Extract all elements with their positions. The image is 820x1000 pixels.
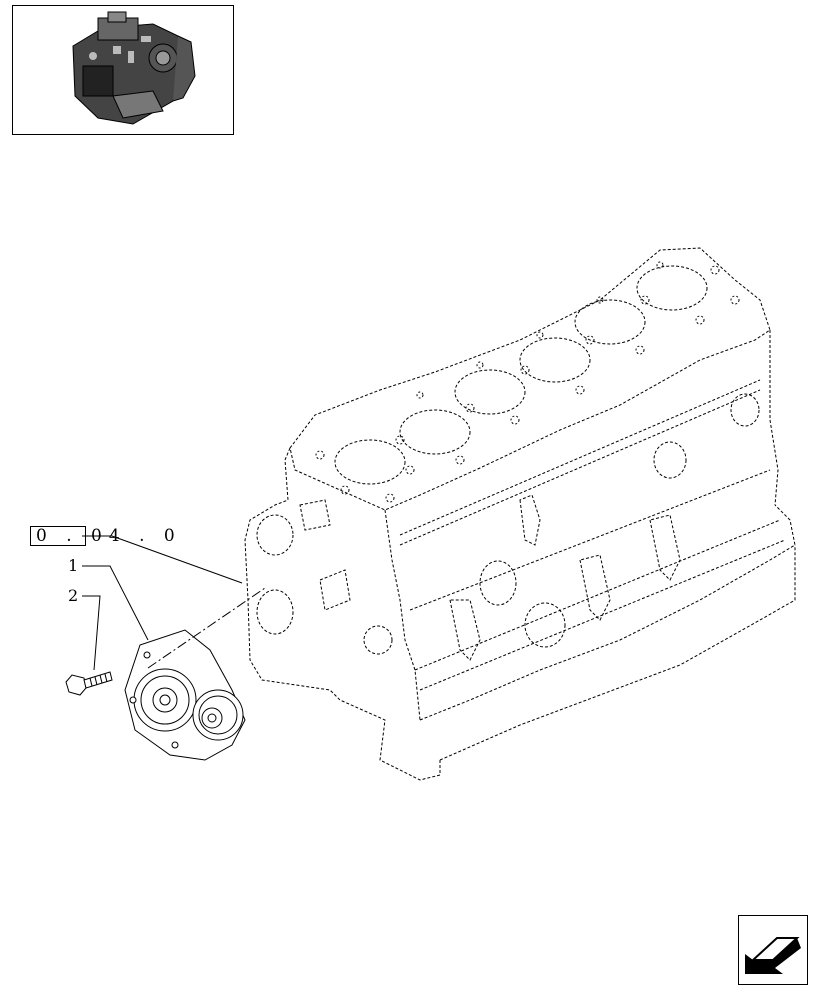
callout-item-2: 2 bbox=[68, 586, 79, 605]
engine-block bbox=[244, 247, 796, 781]
reference-code-box bbox=[30, 526, 86, 546]
leader-lines bbox=[82, 535, 243, 671]
reference-code: 0 . 04 . 0 bbox=[36, 526, 182, 546]
deck-bolt-holes bbox=[315, 261, 740, 503]
engine-icon bbox=[72, 11, 196, 125]
assembly-axis bbox=[147, 587, 266, 669]
engine-thumbnail bbox=[12, 5, 234, 135]
next-page-arrow-icon bbox=[745, 937, 801, 974]
block-side-details bbox=[256, 393, 760, 661]
callout-item-1: 1 bbox=[68, 556, 79, 575]
bolt bbox=[65, 671, 113, 696]
oil-pump bbox=[124, 629, 246, 761]
cylinder-bores bbox=[334, 265, 708, 485]
next-page-button[interactable] bbox=[738, 915, 808, 985]
